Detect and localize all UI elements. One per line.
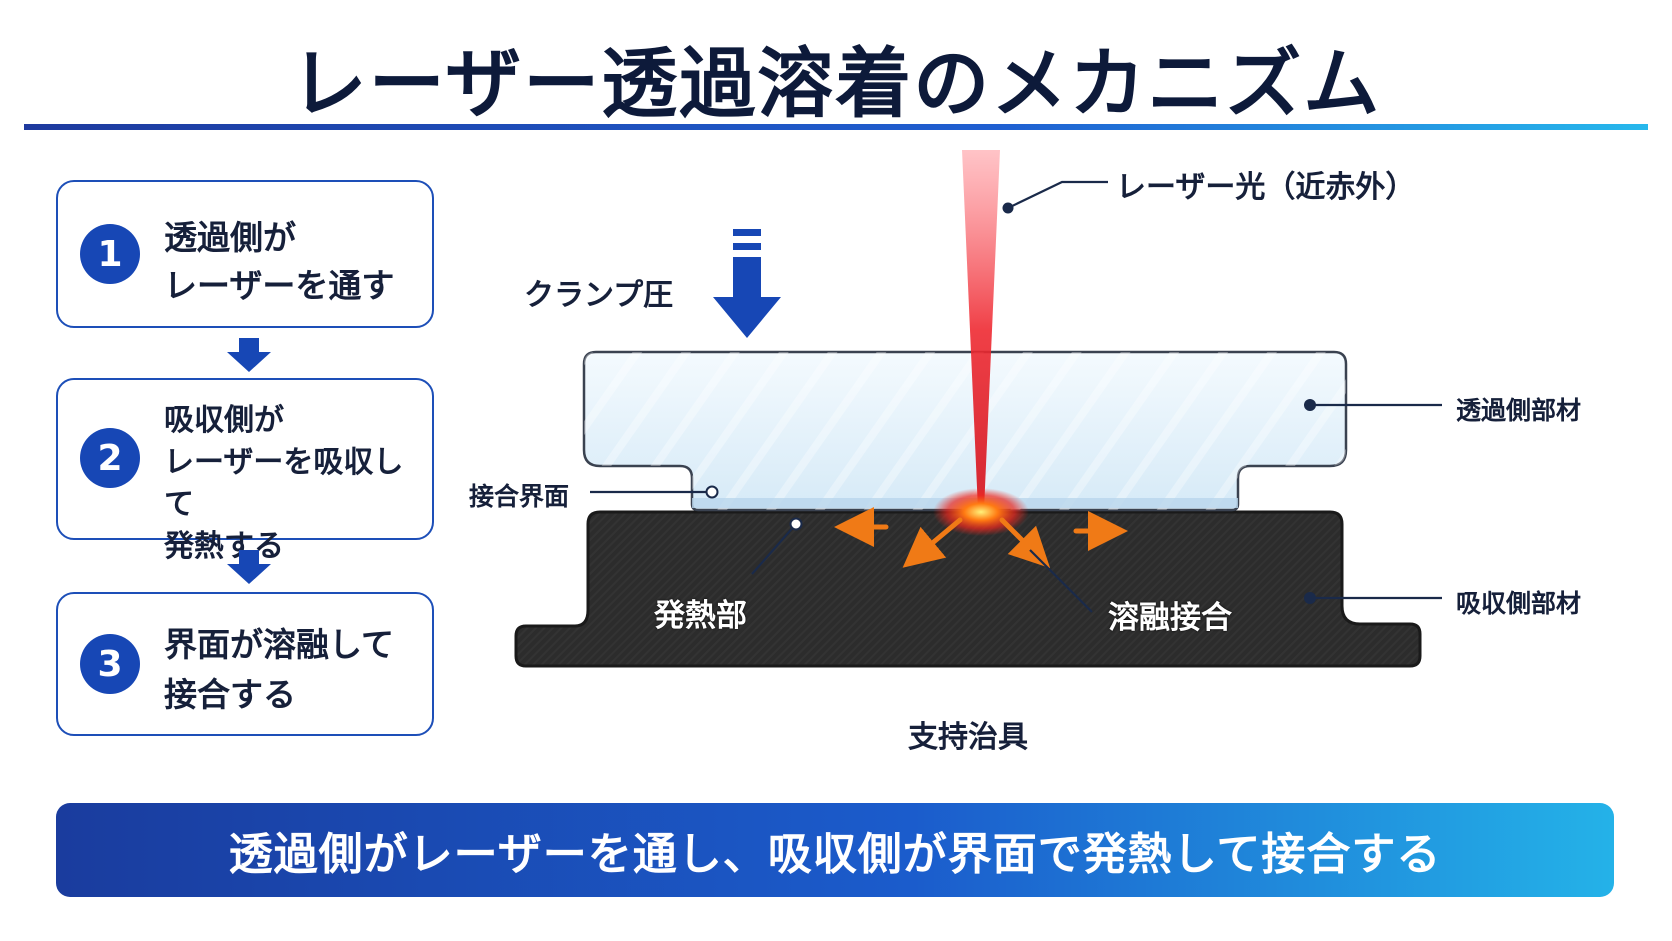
absorbing-part-label: 吸収側部材 <box>1456 589 1582 618</box>
transmissive-part-label: 透過側部材 <box>1456 396 1582 425</box>
title-underline <box>24 124 1648 130</box>
clamp-arrow-icon <box>713 229 781 338</box>
down-arrow-icon <box>227 550 271 584</box>
support-fixture-label: 支持治具 <box>908 720 1028 755</box>
step-description: 透過側が レーザーを通す <box>164 214 394 310</box>
step-text-line: レーザーを通す <box>164 266 395 305</box>
page-title: レーザー透過溶着のメカニズム <box>290 39 1382 128</box>
step-card-2: 2 吸収側が レーザーを吸収して 発熱する <box>56 378 434 564</box>
clamp-pressure-label: クランプ圧 <box>524 278 674 313</box>
step-number-badge: 3 <box>80 634 140 694</box>
laser-beam <box>962 150 1000 510</box>
step-text-line: レーザーを吸収して <box>164 445 404 522</box>
absorbing-part <box>514 510 1422 668</box>
step-text-line: 吸収側が <box>164 403 284 438</box>
laser-label: レーザー光（近赤外） <box>1116 170 1416 205</box>
heat-zone-label: 発熱部 <box>654 598 747 634</box>
down-arrow-icon <box>227 338 271 372</box>
heat-leader-line <box>751 523 797 575</box>
step-description: 吸収側が レーザーを吸収して 発熱する <box>164 400 432 568</box>
step-text-line: 界面が溶融して <box>164 625 395 664</box>
step-number-badge: 2 <box>80 428 140 488</box>
interface-label: 接合界面 <box>469 482 570 511</box>
step-text-line: 発熱する <box>164 529 284 564</box>
step-card-3: 3 界面が溶融して 接合する <box>56 592 434 736</box>
heat-arrows <box>834 507 1128 569</box>
fusion-leader-line <box>1029 549 1093 613</box>
laser-leader-line <box>1007 180 1108 209</box>
step-number-badge: 1 <box>80 224 140 284</box>
step-text-line: 透過側が <box>164 218 296 257</box>
glass-reflection <box>584 352 1346 510</box>
step-text-line: 接合する <box>164 675 296 714</box>
fusion-joint-label: 溶融接合 <box>1108 600 1232 636</box>
step-description: 界面が溶融して 接合する <box>164 620 394 720</box>
step-card-1: 1 透過側が レーザーを通す <box>56 180 434 328</box>
summary-banner: 透過側がレーザーを通し、吸収側が界面で発熱して接合する <box>56 803 1614 897</box>
